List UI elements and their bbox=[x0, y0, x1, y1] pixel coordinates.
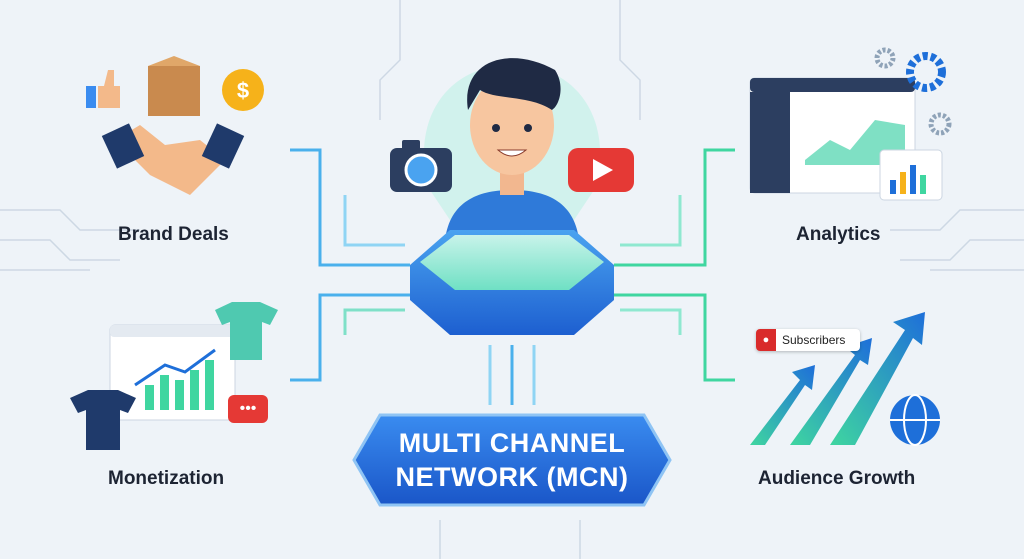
brand-deals-illustration: $ bbox=[86, 56, 264, 195]
mcn-banner bbox=[352, 413, 672, 507]
node-label-audience-growth: Audience Growth bbox=[758, 468, 916, 489]
svg-text:•••: ••• bbox=[240, 400, 257, 417]
node-label-analytics: Analytics bbox=[796, 224, 881, 245]
globe-icon bbox=[890, 394, 940, 446]
growth-arrows-illustration bbox=[750, 312, 925, 445]
video-play-icon bbox=[568, 148, 634, 192]
user-icon: ● bbox=[756, 329, 776, 351]
creator-avatar bbox=[423, 58, 601, 250]
node-label-brand-deals: Brand Deals bbox=[118, 224, 229, 245]
subscribers-label: Subscribers bbox=[782, 333, 846, 347]
svg-text:$: $ bbox=[237, 78, 249, 103]
mcn-platform bbox=[410, 230, 614, 335]
camera-icon bbox=[390, 140, 452, 192]
connector-arrows bbox=[290, 148, 735, 405]
analytics-dashboard-illustration bbox=[749, 47, 952, 201]
subscribers-badge: ● Subscribers bbox=[756, 329, 860, 351]
monetization-illustration: ••• bbox=[70, 302, 278, 450]
node-label-monetization: Monetization bbox=[108, 468, 225, 489]
mcn-title-line1: MULTI CHANNEL bbox=[398, 428, 626, 458]
mcn-title: MULTI CHANNEL NETWORK (MCN) bbox=[360, 415, 664, 505]
mcn-title-line2: NETWORK (MCN) bbox=[395, 462, 629, 492]
